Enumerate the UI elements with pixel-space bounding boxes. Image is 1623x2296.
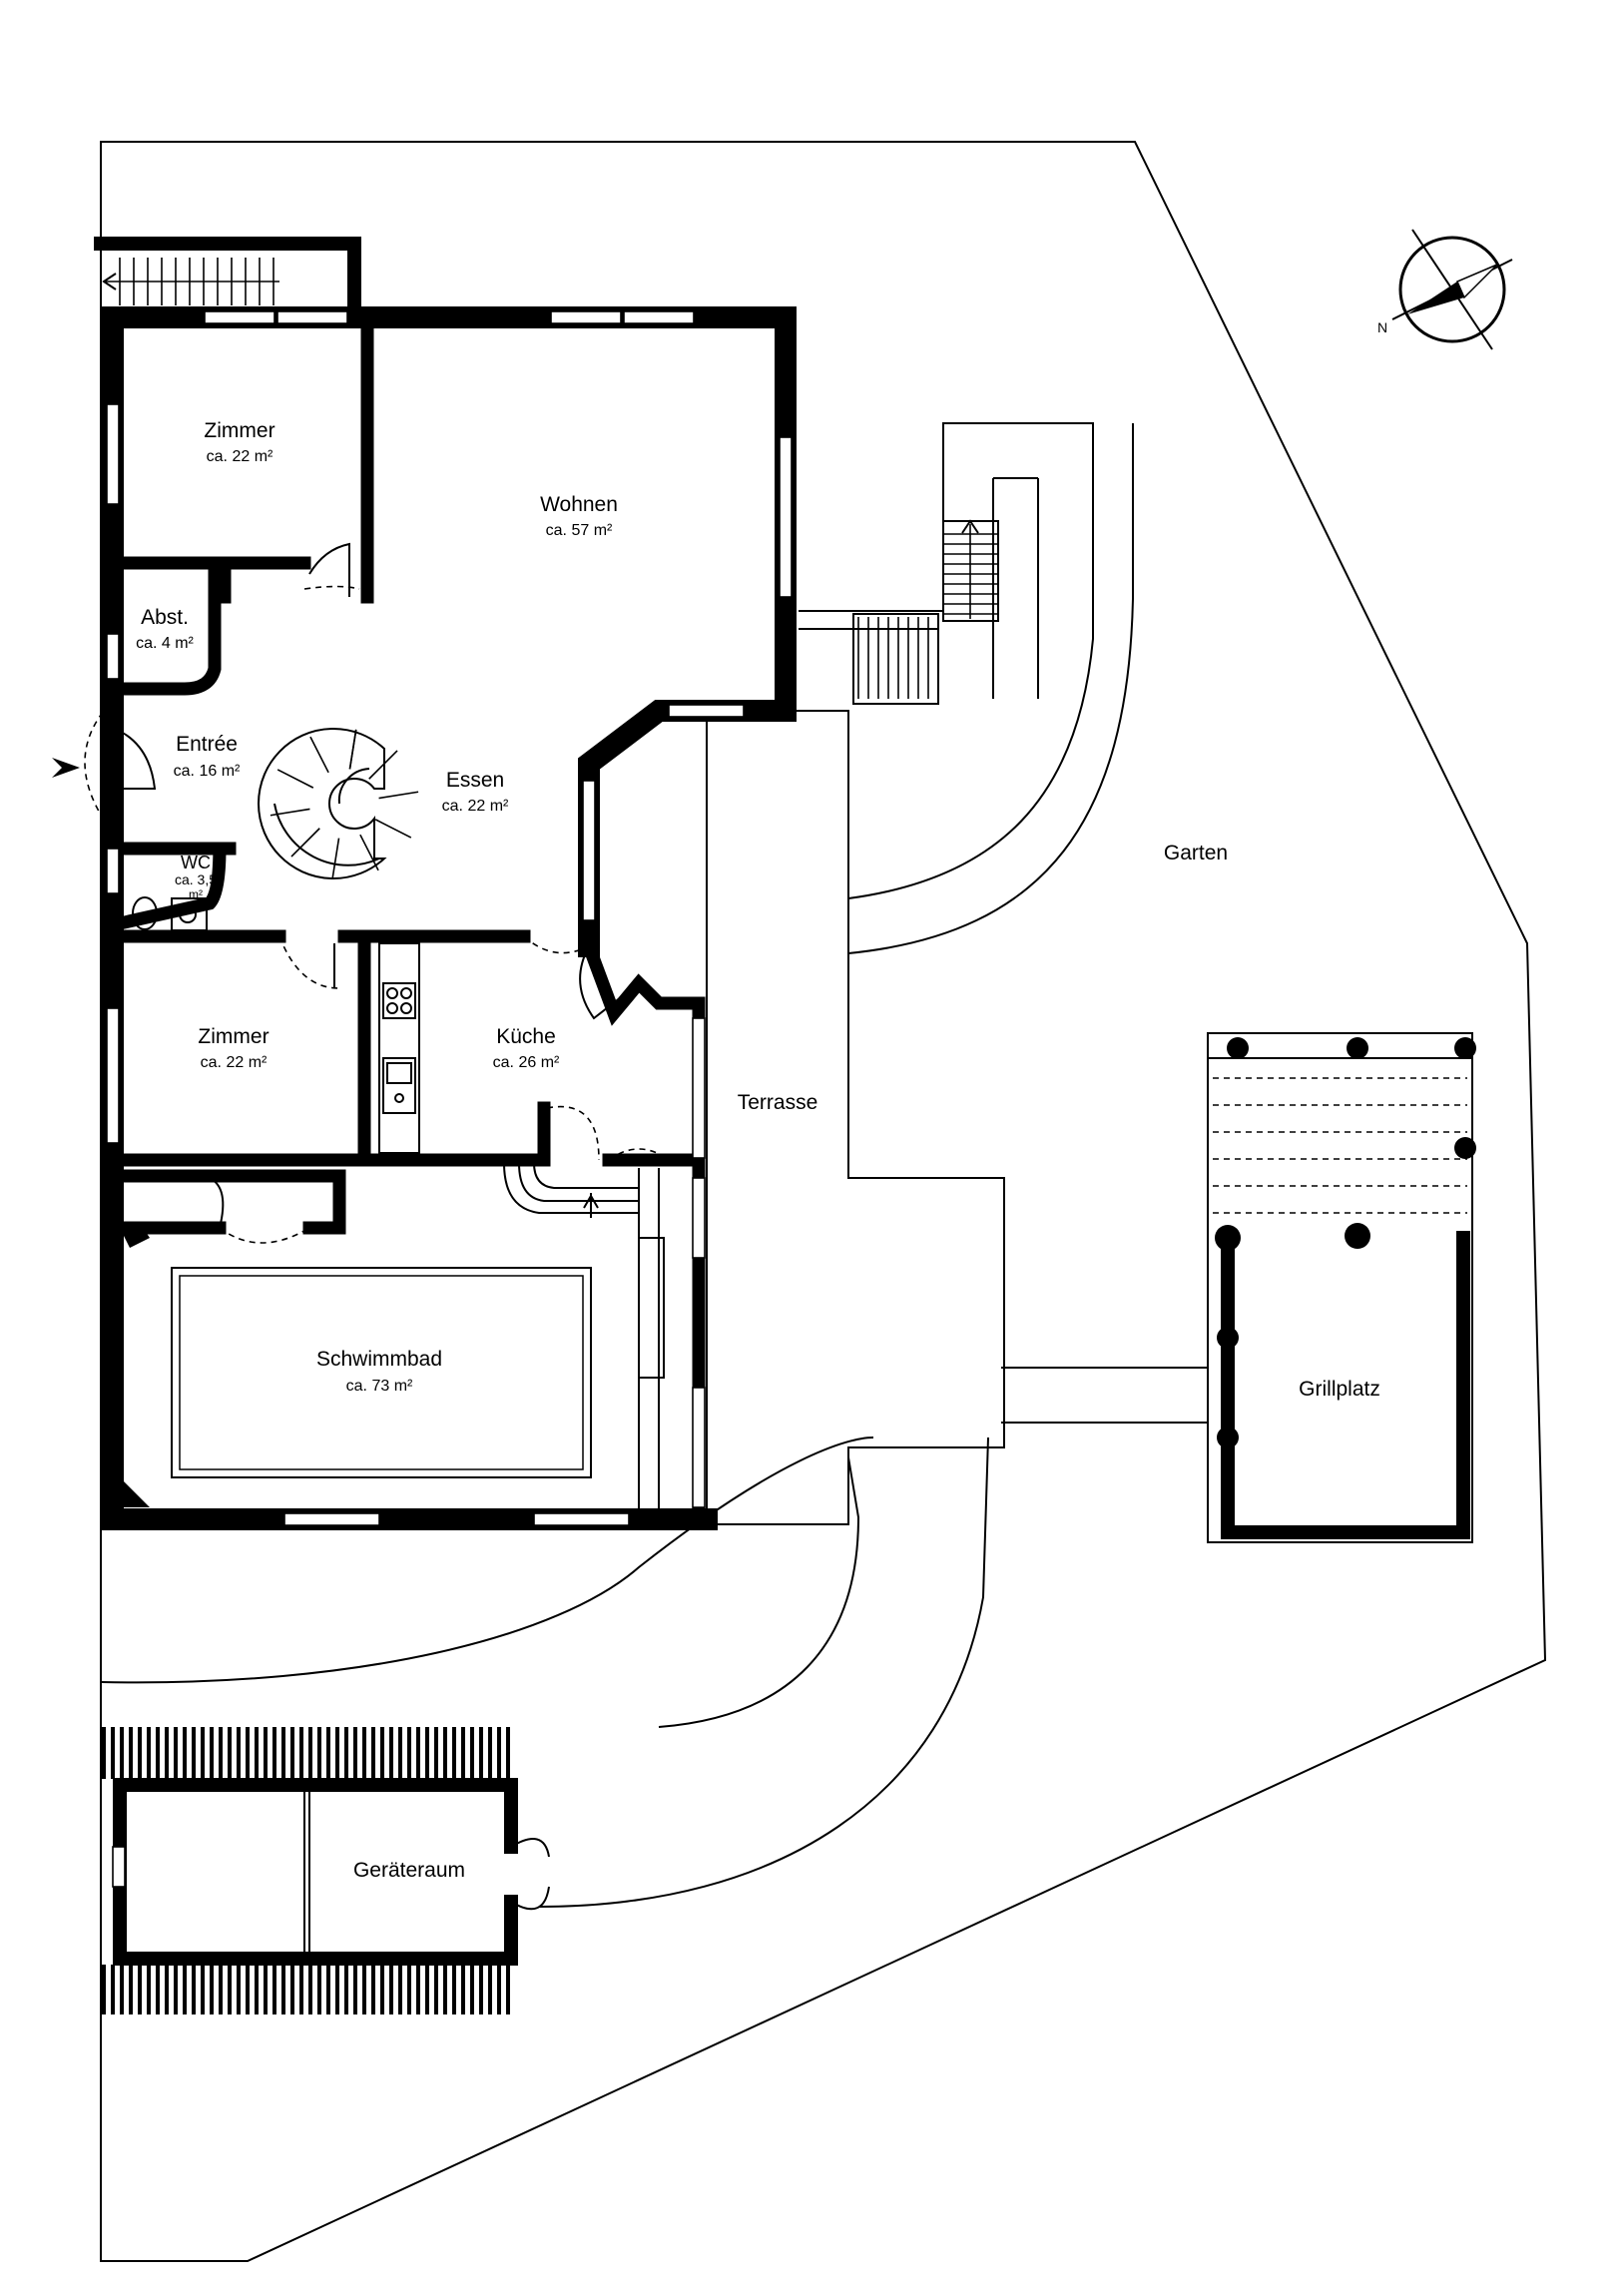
- spiral-tread: [276, 769, 314, 789]
- room-area-kueche: ca. 26 m²: [493, 1054, 560, 1071]
- spiral-tread: [368, 750, 398, 780]
- area-label-terrasse: Terrasse: [738, 1091, 818, 1114]
- room-area-entree: ca. 16 m²: [174, 763, 241, 780]
- pergola-post: [1217, 1327, 1239, 1349]
- room-name-entree: Entrée: [176, 733, 238, 756]
- pergola-post: [1215, 1225, 1241, 1251]
- pergola-post: [1454, 1037, 1476, 1059]
- area-label-garten: Garten: [1164, 842, 1228, 864]
- spiral-tread: [270, 808, 310, 817]
- room-area-essen: ca. 22 m²: [442, 798, 509, 815]
- house-walls: [102, 306, 797, 1530]
- room-name-schwimmbad: Schwimmbad: [316, 1348, 442, 1371]
- room-area-wohnen: ca. 57 m²: [546, 522, 613, 539]
- corner-block: [120, 1223, 150, 1248]
- room-area-zimmer-2: ca. 22 m²: [201, 1054, 268, 1071]
- pergola-post: [1227, 1037, 1249, 1059]
- room-area-wc-1: ca. 3,5: [175, 871, 217, 887]
- room-area-zimmer-1: ca. 22 m²: [207, 448, 273, 465]
- compass-north-label: N: [1377, 319, 1387, 335]
- top-left-stair: [94, 237, 361, 324]
- room-name-zimmer-1: Zimmer: [204, 419, 274, 442]
- garden-paths: [100, 422, 1208, 1908]
- room-name-wohnen: Wohnen: [540, 493, 618, 516]
- spiral-tread: [359, 834, 379, 871]
- grillplatz: [1207, 1032, 1476, 1543]
- room-name-kueche: Küche: [496, 1025, 556, 1048]
- geraeteraum: [102, 1727, 550, 2014]
- terrace-outline: [706, 710, 1005, 1525]
- pergola-post: [1217, 1427, 1239, 1448]
- spiral-staircase: [258, 728, 419, 879]
- room-name-wc: WC: [181, 853, 211, 872]
- pergola-post: [1345, 1223, 1370, 1249]
- area-label-grillplatz: Grillplatz: [1299, 1378, 1380, 1401]
- interior-walls: [112, 310, 706, 1235]
- spiral-tread: [309, 736, 329, 774]
- entrance-arrow-icon: [52, 758, 80, 778]
- property-boundary: [100, 141, 1547, 2262]
- room-area-schwimmbad: ca. 73 m²: [346, 1378, 413, 1395]
- room-name-abst: Abst.: [141, 606, 189, 629]
- windows: [106, 310, 793, 1526]
- spiral-tread: [331, 838, 340, 878]
- spiral-tread: [348, 729, 357, 770]
- pergola-post: [1454, 1137, 1476, 1159]
- garden-stair: [799, 519, 999, 705]
- kitchen-counter: [378, 942, 420, 1154]
- room-name-geraeteraum: Geräteraum: [353, 1859, 465, 1882]
- spiral-tread: [378, 791, 419, 800]
- swimming-pool: [171, 1162, 665, 1517]
- wc-fixtures: [132, 896, 208, 931]
- room-area-wc-2: m²: [189, 887, 203, 901]
- compass-rose-icon: N: [1377, 229, 1513, 350]
- doors: [84, 542, 670, 1244]
- room-name-essen: Essen: [446, 769, 504, 792]
- corner-block: [120, 1477, 150, 1507]
- pergola-post: [1347, 1037, 1368, 1059]
- spiral-tread: [290, 828, 320, 858]
- spiral-tread: [374, 819, 412, 839]
- room-name-zimmer-2: Zimmer: [198, 1025, 269, 1048]
- room-area-abst: ca. 4 m²: [136, 635, 194, 652]
